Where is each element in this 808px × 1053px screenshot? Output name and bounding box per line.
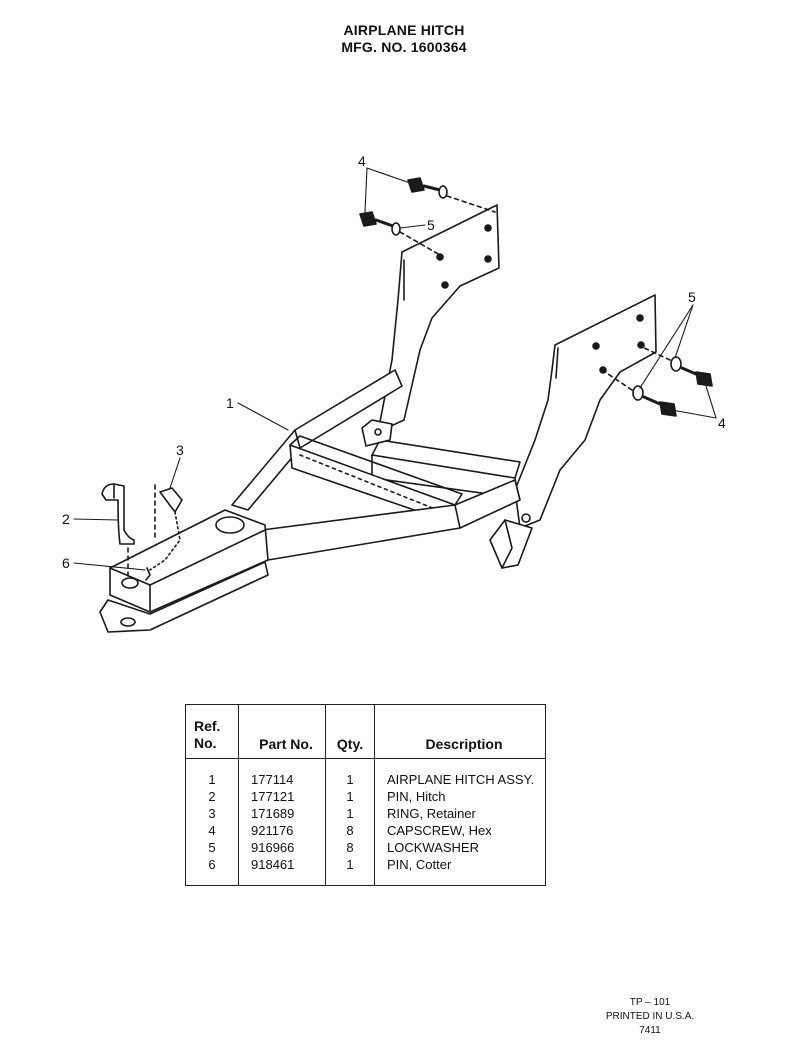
table-header-row: Ref. No. Part No. Qty. Description [185, 704, 546, 759]
callout-4-upper: 4 [358, 153, 366, 169]
retainer-ring-chain [149, 484, 183, 571]
header-ref-line1: Ref. [194, 718, 221, 734]
cell-desc: AIRPLANE HITCH ASSY. [387, 772, 535, 787]
cell-qty: 1 [325, 805, 375, 822]
header-ref-no: Ref. No. [185, 704, 239, 759]
leader-lines [73, 167, 717, 571]
table-row: 5 916966 8 LOCKWASHER [185, 839, 546, 856]
callout-5-lower: 5 [688, 289, 696, 305]
callout-5-upper: 5 [427, 217, 435, 233]
cell-part: 177121 [238, 788, 326, 805]
cell-ref: 5 [185, 839, 239, 856]
upper-hardware [359, 177, 496, 256]
header-part-no: Part No. [238, 704, 326, 759]
cell-part: 921176 [238, 822, 326, 839]
lower-clevis-plate [99, 561, 269, 633]
cell-desc: CAPSCREW, Hex [387, 823, 492, 838]
cell-desc: PIN, Hitch [387, 789, 446, 804]
parts-table: Ref. No. Part No. Qty. Description 1 177… [185, 704, 546, 886]
table-row: 6 918461 1 PIN, Cotter [185, 856, 546, 886]
right-mounting-plate [514, 294, 657, 529]
footer-doc-code: TP – 101 [629, 997, 671, 1008]
cell-part: 918461 [238, 856, 326, 886]
cell-desc: RING, Retainer [387, 806, 476, 821]
table-row: 3 171689 1 RING, Retainer [185, 805, 546, 822]
header-description: Description [374, 704, 546, 759]
table-row: 1 177114 1 AIRPLANE HITCH ASSY. [185, 758, 546, 788]
callout-2: 2 [62, 511, 70, 527]
cell-part: 171689 [238, 805, 326, 822]
hitch-exploded-drawing: 1 3 2 6 4 5 5 4 [62, 153, 726, 633]
table-row: 2 177121 1 PIN, Hitch [185, 788, 546, 805]
page-footer: TP – 101 PRINTED IN U.S.A. 7411 [590, 996, 710, 1038]
cell-part: 916966 [238, 839, 326, 856]
callout-6: 6 [62, 555, 70, 571]
cell-qty: 8 [325, 839, 375, 856]
cell-desc: PIN, Cotter [387, 857, 452, 872]
cell-ref: 2 [185, 788, 239, 805]
cell-ref: 1 [185, 758, 239, 788]
lower-hardware [604, 345, 713, 417]
callout-4-lower: 4 [718, 415, 726, 431]
callout-3: 3 [176, 442, 184, 458]
page-title: AIRPLANE HITCH MFG. NO. 1600364 [0, 22, 808, 56]
header-ref-line2: No. [194, 735, 217, 751]
footer-number: 7411 [639, 1025, 661, 1036]
cell-part: 177114 [238, 758, 326, 788]
cell-qty: 1 [325, 758, 375, 788]
cell-ref: 3 [185, 805, 239, 822]
cell-qty: 1 [325, 856, 375, 886]
table-row: 4 921176 8 CAPSCREW, Hex [185, 822, 546, 839]
cell-qty: 1 [325, 788, 375, 805]
left-mounting-plate [377, 204, 500, 433]
callout-1: 1 [226, 395, 234, 411]
cell-ref: 4 [185, 822, 239, 839]
footer-printed: PRINTED IN U.S.A. [605, 1011, 695, 1022]
drawbar [109, 509, 269, 613]
cotter-pin [145, 567, 151, 581]
title-line-1: AIRPLANE HITCH [343, 22, 465, 38]
rear-cross-tube [361, 419, 533, 569]
cell-desc: LOCKWASHER [387, 840, 479, 855]
title-line-2: MFG. NO. 1600364 [341, 39, 467, 55]
header-qty: Qty. [325, 704, 375, 759]
cell-ref: 6 [185, 856, 239, 886]
cell-qty: 8 [325, 822, 375, 839]
